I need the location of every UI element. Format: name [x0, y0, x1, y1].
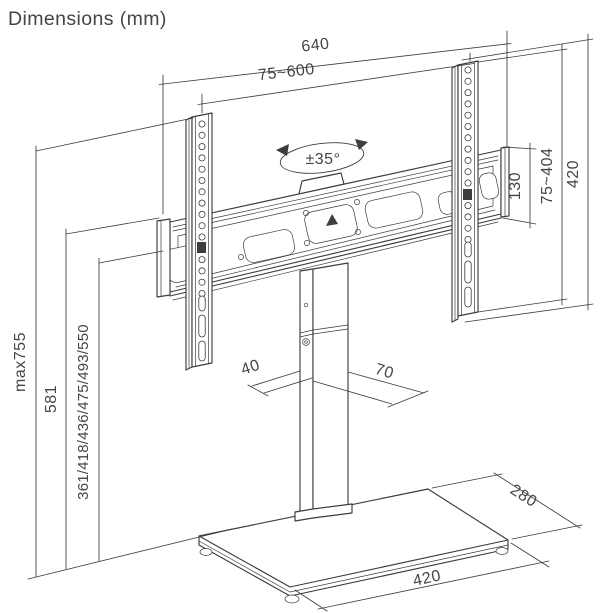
rail-screw	[238, 254, 244, 260]
dim-bracket-plate-height: 130	[502, 142, 537, 229]
column-screw-hole	[303, 302, 309, 308]
vesa-holes-right	[464, 66, 472, 243]
dim-column-depth: 40	[239, 357, 313, 397]
dim-column-top-height: 581	[43, 217, 160, 570]
base-foot-front	[284, 594, 300, 604]
swivel-range-label: ±35°	[306, 151, 341, 168]
vesa-holes-left	[198, 120, 206, 297]
dim-overall-width: 640	[158, 30, 512, 215]
bracket-right	[451, 60, 479, 323]
dim-vesa-height-range: 75~404	[477, 43, 568, 313]
column-width-label: 70	[373, 361, 396, 383]
bracket-plate-height-label: 130	[507, 172, 524, 200]
bracket-right-clip	[463, 189, 472, 200]
dim-screen-height-levels: 361/418/436/475/493/550	[75, 250, 164, 562]
max-total-height-label: max755	[12, 332, 29, 392]
floor-reference-line	[27, 528, 233, 580]
dim-base-width: 420	[294, 542, 550, 612]
vesa-slots-right	[464, 241, 472, 308]
overall-width-label: 640	[300, 35, 330, 55]
column	[294, 262, 353, 522]
rail-cutout-3	[364, 191, 424, 229]
screen-height-levels-label: 361/418/436/475/493/550	[75, 324, 92, 500]
swivel-arrow-left-icon	[276, 144, 289, 156]
dim-max-total-height: max755	[12, 117, 194, 578]
base-foot-left	[199, 548, 213, 556]
rail-left-end-cap	[156, 218, 171, 298]
column-depth-label: 40	[239, 357, 262, 379]
column-thumb-screw	[302, 338, 310, 346]
base-top-face	[198, 488, 509, 588]
page-title: Dimensions (mm)	[8, 8, 167, 30]
base-width-label: 420	[411, 567, 442, 590]
rail-screw	[304, 240, 310, 246]
column-top-height-label: 581	[43, 385, 60, 413]
vesa-slots-left	[198, 295, 206, 362]
swivel-arc	[279, 142, 365, 174]
bracket-left-clip	[197, 242, 206, 253]
bracket-left	[185, 112, 213, 371]
bracket-height-label: 420	[565, 160, 582, 188]
rail-cutout-5	[478, 172, 500, 200]
dim-vesa-width-range: 75~600	[197, 52, 475, 114]
rail-screw	[303, 210, 309, 216]
rail-screw	[355, 229, 361, 235]
vesa-width-range-label: 75~600	[257, 61, 315, 84]
rail-cutout-2	[242, 229, 296, 263]
dim-column-width: 70	[312, 361, 429, 408]
level-arrow-icon	[326, 214, 338, 226]
column-base-collar	[294, 503, 353, 522]
dim-swivel-range: ±35°	[276, 139, 368, 174]
rail-screw	[354, 199, 360, 205]
base-depth-label: 280	[507, 481, 540, 510]
swivel-arrow-right-icon	[355, 139, 368, 150]
dim-bracket-height: 420	[461, 33, 594, 323]
vesa-height-range-label: 75~404	[539, 148, 556, 205]
base-plate	[198, 488, 509, 604]
base-foot-right	[495, 547, 509, 555]
